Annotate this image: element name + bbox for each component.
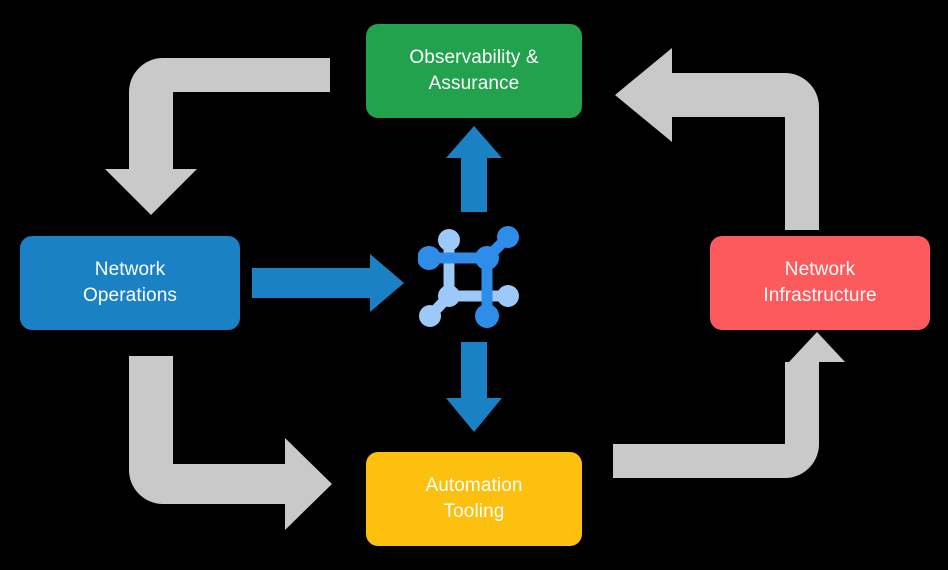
node-network-operations-label: Network Operations: [83, 259, 177, 306]
connector-ops-to-automation: [129, 356, 332, 530]
node-network-infrastructure[interactable]: Network Infrastructure: [710, 236, 930, 330]
connector-center-to-observability: [446, 126, 502, 212]
connector-infrastructure-to-observability: [615, 48, 819, 230]
node-observability-label: Observability & Assurance: [409, 47, 539, 94]
node-observability-assurance[interactable]: Observability & Assurance: [366, 24, 582, 118]
connector-automation-to-infrastructure: [613, 332, 845, 478]
node-network-operations[interactable]: Network Operations: [20, 236, 240, 330]
network-icon-primary-nodes: [418, 226, 519, 328]
node-network-infrastructure-label: Network Infrastructure: [763, 259, 877, 306]
network-topology-icon: [418, 226, 519, 328]
network-icon-secondary-nodes: [419, 229, 519, 327]
connector-center-to-automation: [446, 342, 502, 432]
node-automation-tooling-label: Automation Tooling: [425, 475, 523, 522]
connector-ops-to-center: [252, 254, 404, 312]
connector-observability-to-ops: [105, 58, 330, 215]
node-automation-tooling[interactable]: Automation Tooling: [366, 452, 582, 546]
